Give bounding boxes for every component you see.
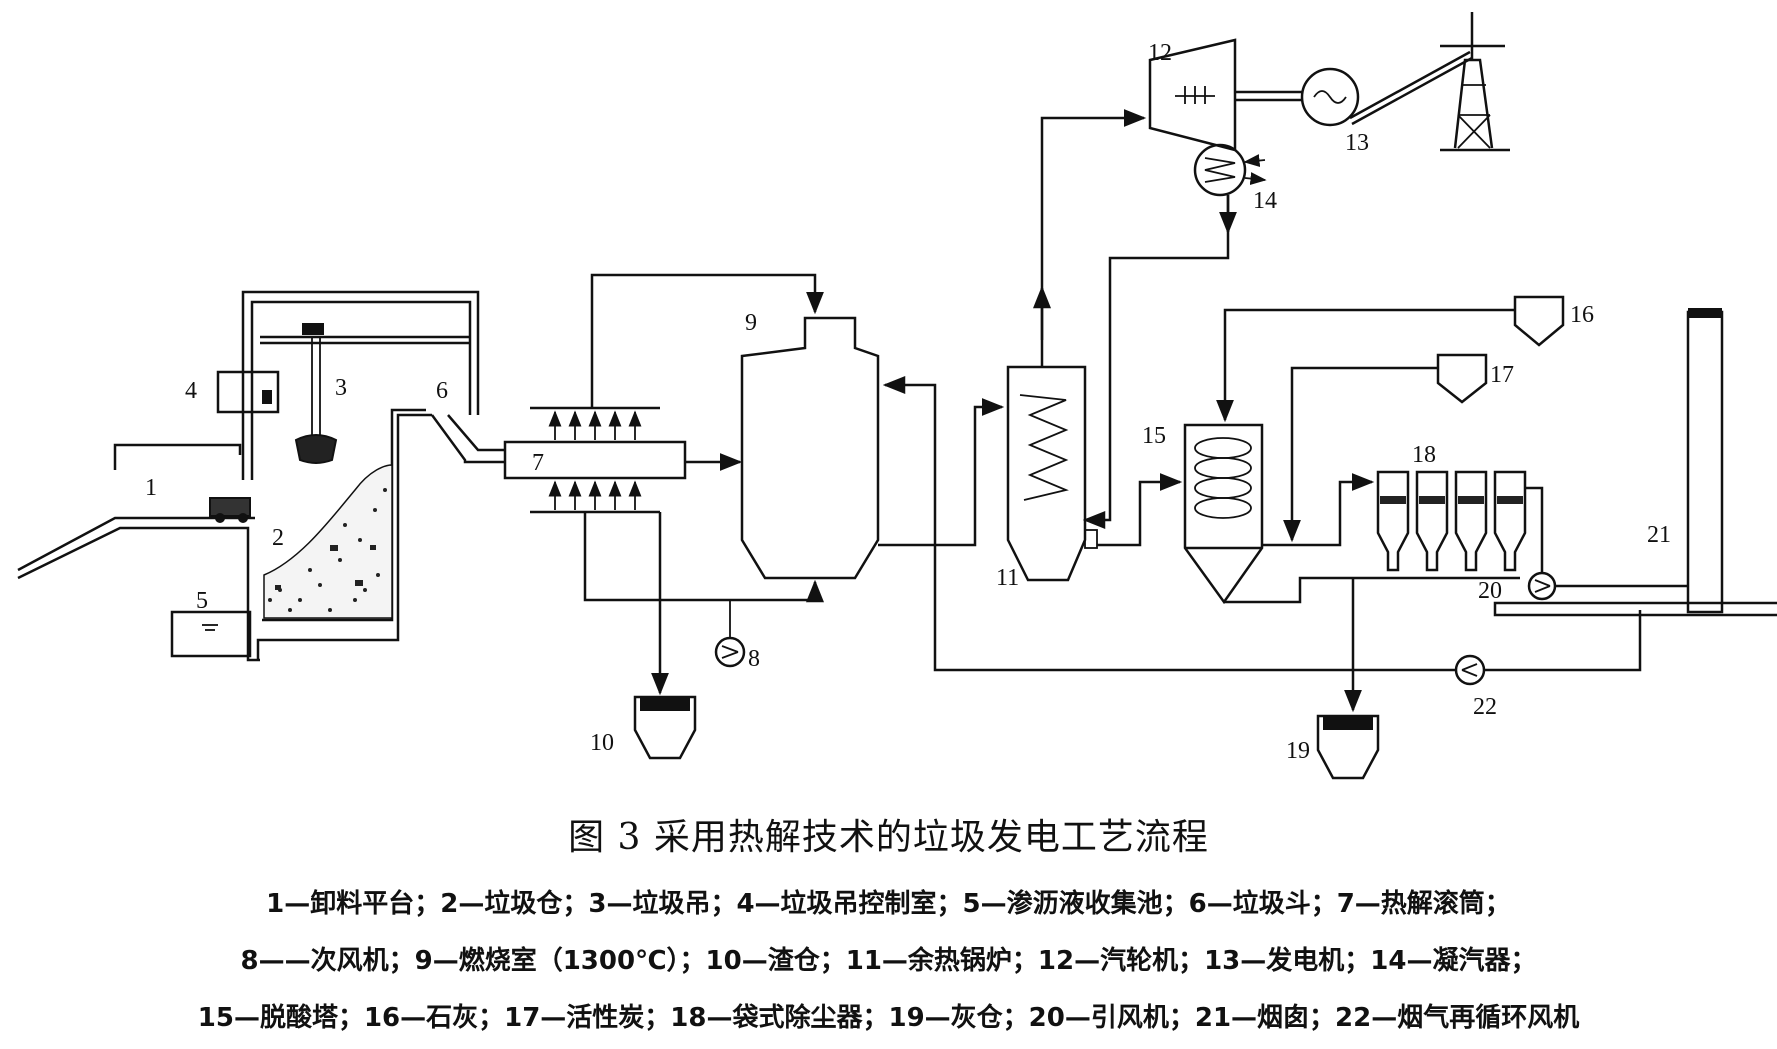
legend-line-3: 15—脱酸塔；16—石灰；17—活性炭；18—袋式除尘器；19—灰仓；20—引风… — [197, 1003, 1580, 1033]
label-15: 15 — [1142, 423, 1166, 449]
label-14: 14 — [1253, 188, 1277, 214]
refuse-bunker — [256, 408, 432, 660]
label-20: 20 — [1478, 578, 1502, 604]
label-19: 19 — [1286, 738, 1310, 764]
transmission-line — [1349, 50, 1473, 126]
process-flow-diagram: 1 2 3 4 5 6 7 8 9 10 11 12 13 14 15 16 1… — [17, 12, 1777, 780]
component-labels: 1 2 3 4 5 6 7 8 9 10 11 12 13 14 15 16 1… — [145, 40, 1671, 764]
crane-grab — [294, 337, 338, 464]
crane-control-room — [216, 370, 280, 414]
label-12: 12 — [1148, 40, 1172, 66]
pyrolysis-drum — [503, 406, 687, 514]
label-18: 18 — [1412, 442, 1436, 468]
leachate-collection-pool — [170, 610, 252, 658]
deacidification-tower — [1183, 423, 1264, 605]
flue-gas-recirculation-fan — [1454, 654, 1486, 686]
unloading-platform — [17, 443, 260, 662]
chimney — [1493, 308, 1777, 617]
label-7: 7 — [532, 450, 544, 476]
label-6: 6 — [436, 378, 448, 404]
label-22: 22 — [1473, 694, 1497, 720]
primary-fan — [714, 636, 746, 668]
ash-bin — [1316, 714, 1380, 780]
crane-hall — [241, 290, 480, 480]
label-21: 21 — [1647, 522, 1671, 548]
condenser — [1193, 143, 1267, 197]
label-4: 4 — [185, 378, 197, 404]
activated-carbon-hopper — [1436, 353, 1488, 404]
label-16: 16 — [1570, 302, 1594, 328]
label-3: 3 — [335, 375, 347, 401]
refuse-hopper — [430, 414, 505, 464]
label-11: 11 — [996, 565, 1019, 591]
slag-bin — [633, 695, 697, 760]
bag-filter — [1376, 470, 1527, 572]
label-17: 17 — [1490, 362, 1514, 388]
label-2: 2 — [272, 525, 284, 551]
label-8: 8 — [748, 646, 760, 672]
waste-heat-boiler — [1006, 365, 1098, 582]
label-5: 5 — [196, 588, 208, 614]
legend-line-1: 1—卸料平台；2—垃圾仓；3—垃圾吊；4—垃圾吊控制室；5—渗沥液收集池；6—垃… — [266, 889, 1511, 919]
lime-hopper — [1513, 295, 1565, 347]
flow-lines — [583, 109, 1688, 713]
generator — [1235, 67, 1360, 127]
combustion-chamber — [740, 316, 880, 580]
figure-caption: 图 3 采用热解技术的垃圾发电工艺流程 — [568, 817, 1209, 858]
label-10: 10 — [590, 730, 614, 756]
label-9: 9 — [745, 310, 757, 336]
induced-draft-fan — [1527, 571, 1557, 601]
label-1: 1 — [145, 475, 157, 501]
transmission-tower — [1440, 12, 1510, 152]
legend-line-2: 8——次风机；9—燃烧室（1300℃）；10—渣仓；11—余热锅炉；12—汽轮机… — [240, 946, 1537, 976]
label-13: 13 — [1345, 130, 1369, 156]
